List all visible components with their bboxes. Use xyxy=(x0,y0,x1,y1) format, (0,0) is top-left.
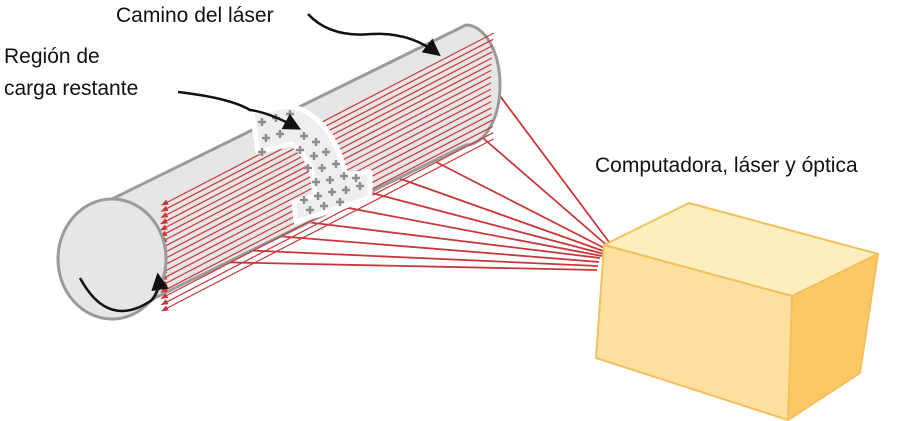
plus-sign-icon xyxy=(304,164,312,172)
plus-sign-icon xyxy=(340,172,348,180)
laser-scan-line xyxy=(160,132,494,306)
charge-region-label-line2: carga restante xyxy=(4,77,138,100)
laser-fan-beam xyxy=(435,161,609,251)
plus-sign-icon xyxy=(258,118,266,126)
plus-sign-icon xyxy=(300,132,308,140)
plus-sign-icon xyxy=(258,148,266,156)
plus-sign-icon xyxy=(296,146,304,154)
laser-fan-beam xyxy=(337,205,603,257)
plus-sign-icon xyxy=(318,164,326,172)
laser-fan-beams xyxy=(209,95,613,271)
plus-sign-icon xyxy=(314,192,322,200)
laser-scan-line xyxy=(161,138,494,312)
plus-sign-icon xyxy=(356,182,364,190)
laser-path-callout-arrow xyxy=(307,13,441,57)
plus-sign-icon xyxy=(310,152,318,160)
laser-fan-beam xyxy=(367,191,605,255)
photoconductor-drum xyxy=(56,23,502,321)
plus-sign-icon xyxy=(312,138,320,146)
laser-fan-beam xyxy=(475,131,611,249)
plus-sign-icon xyxy=(262,134,270,142)
plus-sign-icon xyxy=(342,186,350,194)
laser-fan-beam xyxy=(209,261,598,271)
plus-sign-icon xyxy=(320,202,328,210)
laser-path-label: Camino del láser xyxy=(116,4,274,27)
curved-arrow-icon xyxy=(78,272,169,313)
plus-sign-icon xyxy=(312,178,320,186)
plus-sign-icon xyxy=(276,130,284,138)
plus-sign-icon xyxy=(322,148,330,156)
charge-region xyxy=(249,103,373,225)
laser-fan-beam xyxy=(499,95,613,247)
plus-sign-icon xyxy=(352,174,360,182)
plus-sign-icon xyxy=(336,198,344,206)
charge-region-label-line1: Región de xyxy=(4,45,100,68)
laser-fan-beam xyxy=(305,221,601,259)
laser-fan-beam xyxy=(397,177,607,253)
plus-sign-icon xyxy=(332,160,340,168)
laser-scan-line xyxy=(161,32,494,206)
laser-scan-line xyxy=(160,38,494,212)
computer-laser-optics-label: Computadora, láser y óptica xyxy=(595,154,858,177)
computer-laser-optics-box xyxy=(595,202,879,421)
charge-region-callout-arrow xyxy=(177,90,302,130)
box-front-face xyxy=(595,244,793,421)
plus-sign-icon xyxy=(300,196,308,204)
plus-sign-icon xyxy=(306,206,314,214)
laser-fan-beam xyxy=(239,249,599,267)
plus-sign-icon xyxy=(326,176,334,184)
plus-sign-icon xyxy=(328,188,336,196)
drum-end-face xyxy=(56,197,168,321)
laser-fan-beam xyxy=(275,235,600,263)
